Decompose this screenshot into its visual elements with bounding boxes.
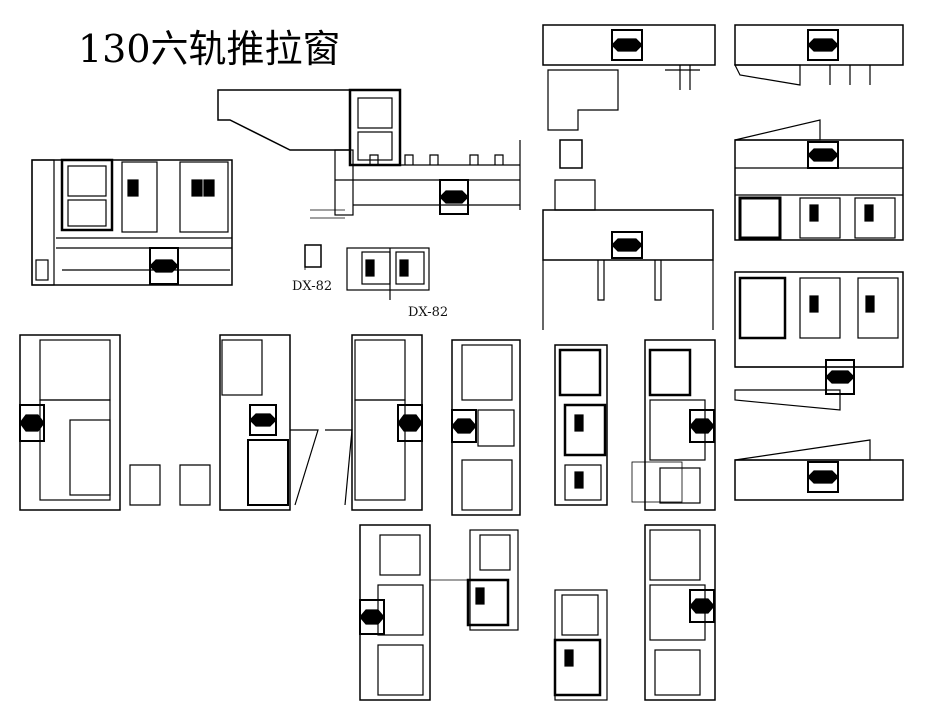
section-sill-center [466,529,519,631]
section-right-bottom [734,439,904,501]
section-right-middle [734,119,904,241]
section-head-left [31,158,233,286]
section-clip-profiles [304,244,430,300]
section-sill-left [359,524,470,701]
section-jamb-center [179,334,319,511]
section-sill-far [644,524,716,701]
section-head-center [217,88,521,219]
section-right-top [734,24,904,86]
profile-label-right: DX-82 [408,305,449,320]
profile-label-left: DX-82 [292,279,333,294]
section-interlock-1 [451,339,521,516]
section-interlock-3 [631,339,716,511]
section-jamb-right [325,334,423,511]
page-title: 130六轨推拉窗 [78,27,341,71]
section-jamb-left [19,334,161,511]
section-interlock-2 [554,344,608,506]
section-sill-right [553,589,608,701]
section-right-lower [734,271,904,411]
section-mullion-vertical [542,24,716,330]
